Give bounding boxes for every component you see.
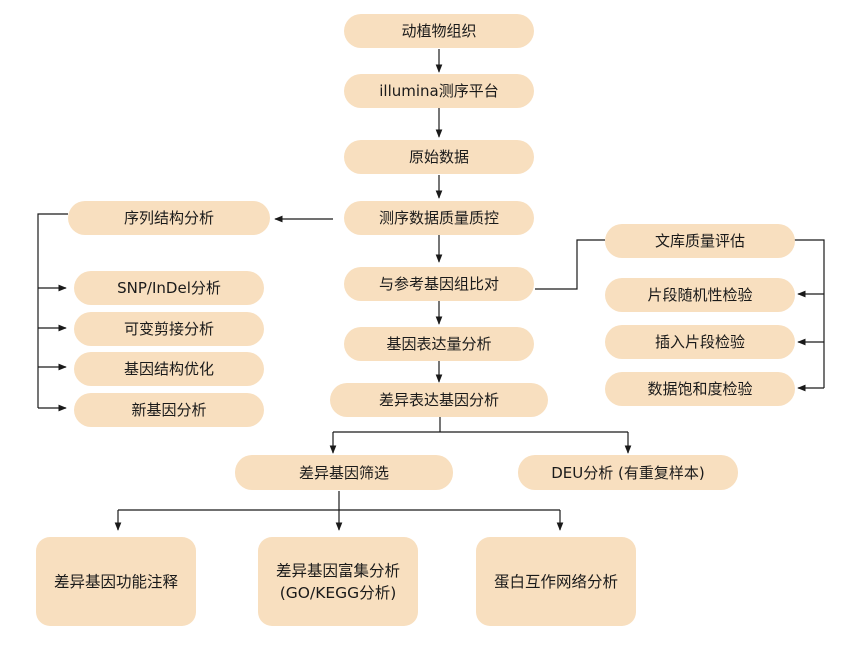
node-snp-indel: SNP/InDel分析	[74, 271, 264, 305]
enrichment-subtitle: (GO/KEGG分析)	[279, 583, 397, 602]
node-enrichment-analysis: 差异基因富集分析 (GO/KEGG分析)	[258, 537, 418, 626]
node-genome-alignment: 与参考基因组比对	[344, 267, 534, 301]
node-library-quality: 文库质量评估	[605, 224, 795, 258]
node-diff-expression: 差异表达基因分析	[330, 383, 548, 417]
node-quality-control: 测序数据质量质控	[344, 201, 534, 235]
structure-bracket	[37, 213, 68, 408]
node-deu-analysis: DEU分析 (有重复样本)	[518, 455, 738, 490]
node-expression-analysis: 基因表达量分析	[344, 327, 534, 361]
enrichment-title: 差异基因富集分析	[275, 561, 400, 580]
node-raw-data: 原始数据	[344, 140, 534, 174]
library-bracket	[794, 239, 825, 388]
node-insert-fragment: 插入片段检验	[605, 325, 795, 359]
node-platform: illumina测序平台	[344, 74, 534, 108]
node-new-gene-analysis: 新基因分析	[74, 393, 264, 427]
node-alternative-splicing: 可变剪接分析	[74, 312, 264, 346]
node-functional-annotation: 差异基因功能注释	[36, 537, 196, 626]
node-gene-structure-optimization: 基因结构优化	[74, 352, 264, 386]
node-fragment-randomness: 片段随机性检验	[605, 278, 795, 312]
node-data-saturation: 数据饱和度检验	[605, 372, 795, 406]
node-ppi-network: 蛋白互作网络分析	[476, 537, 636, 626]
connector-alignment-to-library	[535, 239, 605, 290]
node-diff-gene-screening: 差异基因筛选	[235, 455, 453, 490]
node-samples: 动植物组织	[344, 14, 534, 48]
node-structure-analysis: 序列结构分析	[68, 201, 270, 235]
